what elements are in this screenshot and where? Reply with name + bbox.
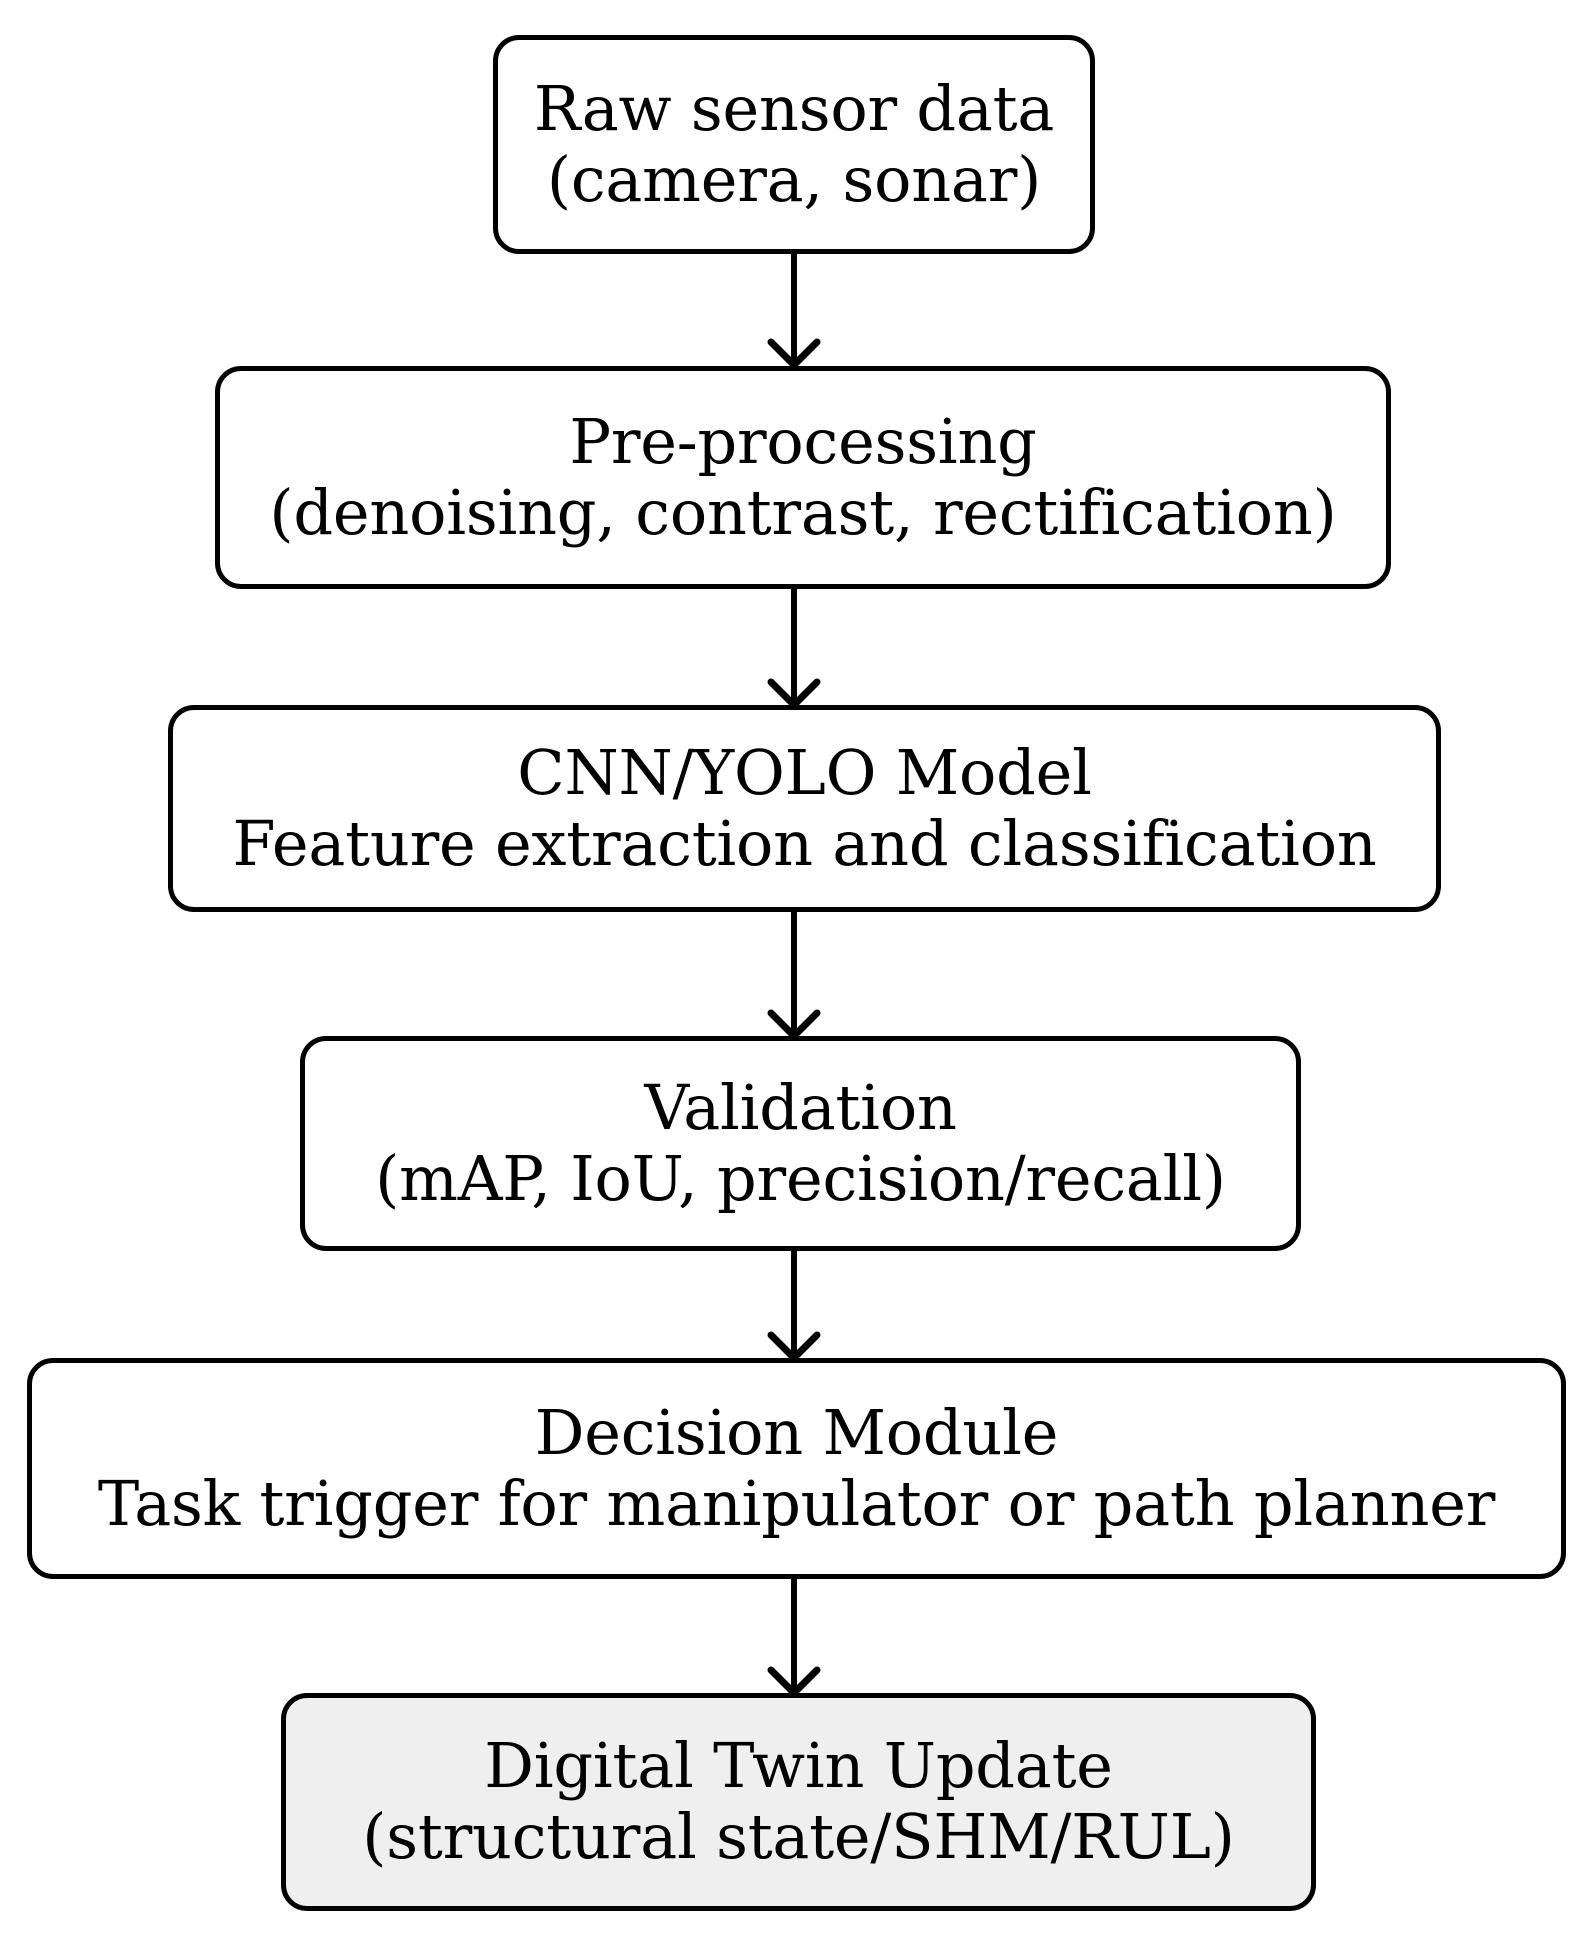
- connector-decision-module-to-digital-twin-update: [791, 1578, 797, 1693]
- connector-validation-to-decision-module: [791, 1250, 797, 1358]
- node-digital-twin-update-line-1: Digital Twin Update: [484, 1729, 1113, 1803]
- node-cnn-yolo-model-line-1: CNN/YOLO Model: [517, 735, 1092, 809]
- node-digital-twin-update[interactable]: Digital Twin Update (structural state/SH…: [281, 1693, 1316, 1911]
- node-cnn-yolo-model-line-2: Feature extraction and classification: [232, 806, 1377, 880]
- node-validation-line-2: (mAP, IoU, precision/recall): [375, 1141, 1226, 1215]
- node-cnn-yolo-model[interactable]: CNN/YOLO Model Feature extraction and cl…: [168, 705, 1441, 912]
- node-raw-sensor-data-line-1: Raw sensor data: [533, 71, 1055, 145]
- node-digital-twin-update-line-2: (structural state/SHM/RUL): [362, 1800, 1235, 1873]
- node-decision-module-line-2: Task trigger for manipulator or path pla…: [97, 1466, 1496, 1540]
- connector-pre-processing-to-cnn-yolo-model: [791, 588, 797, 705]
- node-validation[interactable]: Validation (mAP, IoU, precision/recall): [300, 1036, 1301, 1251]
- node-decision-module-line-1: Decision Module: [534, 1395, 1059, 1469]
- node-validation-line-1: Validation: [644, 1070, 957, 1144]
- connector-cnn-yolo-model-to-validation: [791, 911, 797, 1036]
- node-pre-processing-line-2: (denoising, contrast, rectification): [269, 475, 1337, 549]
- node-raw-sensor-data[interactable]: Raw sensor data (camera, sonar): [493, 35, 1095, 254]
- connector-raw-sensor-data-to-pre-processing: [791, 253, 797, 365]
- node-decision-module[interactable]: Decision Module Task trigger for manipul…: [27, 1358, 1566, 1579]
- node-pre-processing-line-1: Pre-processing: [569, 404, 1037, 478]
- node-raw-sensor-data-line-2: (camera, sonar): [546, 142, 1042, 216]
- node-pre-processing[interactable]: Pre-processing (denoising, contrast, rec…: [215, 366, 1391, 589]
